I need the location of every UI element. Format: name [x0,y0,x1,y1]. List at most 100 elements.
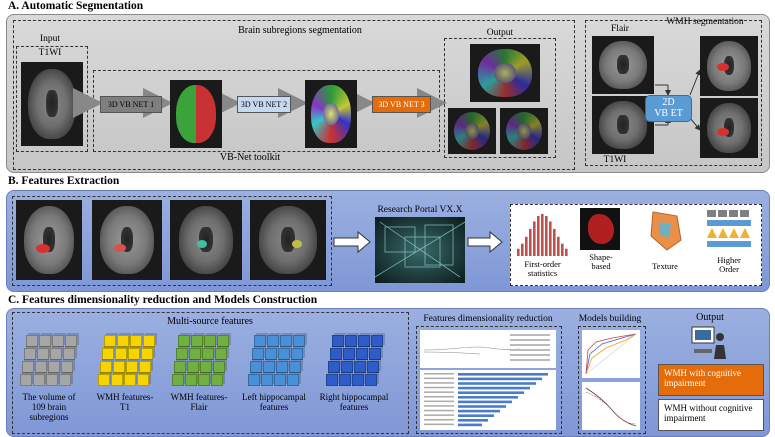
mri-images-box [12,196,332,286]
feature-cell [52,335,64,347]
portal-image [375,217,465,283]
importance-label [424,409,454,412]
vbet-box: 2D VB ET [645,95,692,122]
feature-cell [39,335,51,347]
group-label-left-hippo: Left hippocampal features [242,392,306,412]
feature-cell [367,361,379,373]
feature-cell [117,335,129,347]
histogram-bar [537,216,540,256]
feature-cell [267,335,279,347]
importance-label [424,391,454,393]
net3-box: 3D VB NET 3 [372,96,431,113]
feature-cell [217,335,229,347]
feature-cell [261,374,273,386]
histogram-bar [541,214,544,256]
feature-cell [176,348,188,360]
feature-cell [98,374,110,386]
feature-cell [126,361,138,373]
mri-image-1 [16,200,82,280]
brain-subregions-box [13,20,575,170]
importance-bar [458,423,482,427]
shape-image [580,208,620,250]
feature-cell [113,361,125,373]
lasso-plot [420,330,556,368]
feature-cell [263,361,275,373]
t1wi-input-image [21,62,83,146]
section-a-title: A. Automatic Segmentation [8,0,144,12]
feature-cell [365,374,377,386]
feature-cell [352,374,364,386]
feature-type-shape: Shape-based [589,252,613,272]
importance-bar [458,400,512,404]
feature-cell [59,374,71,386]
feature-cell [250,361,262,373]
feature-cell [345,335,357,347]
feature-cell [265,348,277,360]
vbnet-toolkit-label: VB-Net toolkit [219,152,281,163]
output-sagittal-left [448,108,496,154]
feature-cell [341,361,353,373]
output-title-c: Output [696,312,724,323]
feature-cell [248,374,260,386]
segmentation-rg-image [170,80,222,148]
mri-image-3 [170,200,242,280]
feature-cell [211,374,223,386]
feature-cell [46,374,58,386]
feature-cell [291,348,303,360]
histogram-bar [549,221,552,256]
net2-box: 3D VB NET 2 [237,96,291,113]
feature-cell [328,361,340,373]
feature-cell [276,361,288,373]
section-b-title: B. Features Extraction [8,175,120,187]
feature-cell [111,374,123,386]
segmentation-multi-image [305,80,357,148]
mri-image-4 [250,200,326,280]
feature-cell [141,348,153,360]
feature-cell [22,361,34,373]
feature-cell [50,348,62,360]
feature-cell [289,361,301,373]
feature-cell [356,348,368,360]
importance-bar [458,386,530,390]
importance-label [424,419,454,421]
importance-label [424,382,454,384]
texture-image [645,210,685,252]
section-c-title: C. Features dimensionality reduction and… [8,294,318,306]
feature-cell [332,335,344,347]
importance-label [424,377,454,380]
feature-cell [369,348,381,360]
feature-cell [20,374,32,386]
importance-label [424,423,454,426]
wmh-output-t1-image [700,98,758,158]
roc-plot [582,330,640,378]
t1wi-wmh-input-image [592,96,654,154]
importance-label [424,400,454,403]
feature-cell [115,348,127,360]
dim-reduction-box [416,326,562,434]
models-building-box [578,326,646,434]
importance-label [424,386,454,389]
group-label-volume: The volume of 109 brain subregions [22,392,76,422]
importance-label [424,405,454,407]
t1wi-label: T1WI [38,48,62,58]
feature-cell [358,335,370,347]
histogram-bar [553,228,556,256]
feature-cell [204,335,216,347]
vbet-line2: VB ET [654,108,683,119]
feature-cell [252,348,264,360]
importance-label [424,396,454,398]
feature-importance-plot [420,370,556,430]
wmh-without-ci-box: WMH without cognitive impairment [658,399,764,431]
flair-label: Flair [611,24,629,34]
output-axial-image [470,44,540,102]
output-label-a: Output [486,28,514,38]
importance-bar [458,405,506,408]
t1wi-label-wmh: T1WI [603,155,627,165]
importance-bar [458,377,542,381]
importance-bar [458,419,488,422]
feature-cell [178,335,190,347]
feature-cell [202,348,214,360]
feature-cell [33,374,45,386]
wmh-with-ci-box: WMH with cognitive impairment [658,364,764,396]
feature-cell [371,335,383,347]
